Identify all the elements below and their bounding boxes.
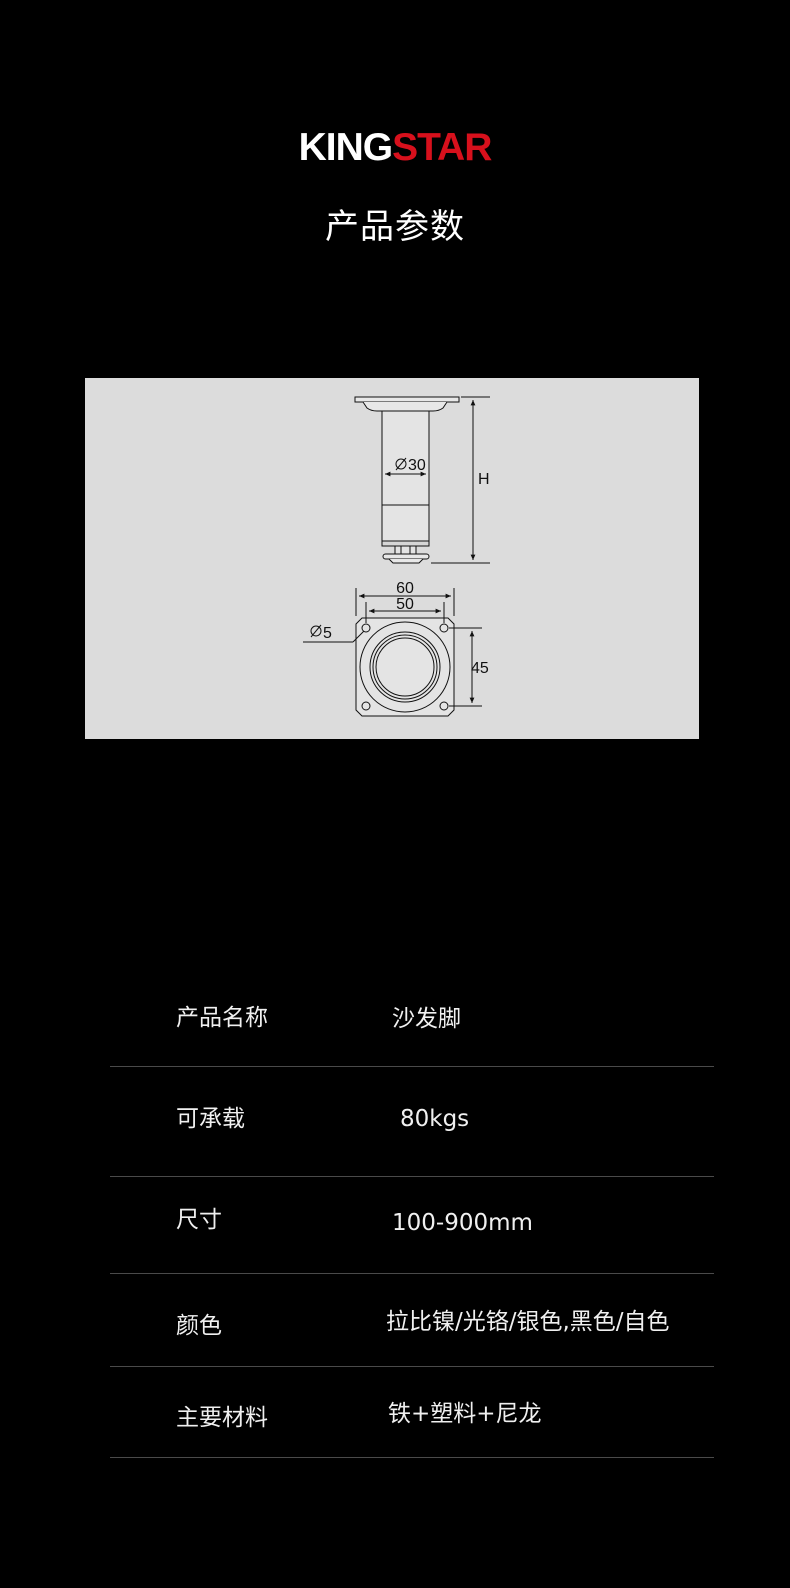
hole-diameter-label: 5 bbox=[323, 625, 332, 642]
spec-value: 铁+塑料+尼龙 bbox=[388, 1401, 542, 1427]
brand-logo: KINGSTAR bbox=[0, 122, 790, 174]
plate-depth-label: 45 bbox=[471, 660, 489, 677]
spec-value: 100-900mm bbox=[392, 1210, 533, 1236]
dimension-drawing: 30 H bbox=[303, 396, 490, 717]
tube-diameter-label: 30 bbox=[408, 457, 426, 474]
spec-row-capacity: 可承载 80kgs bbox=[110, 1067, 714, 1177]
spec-table: 产品名称 沙发脚 可承载 80kgs 尺寸 100-900mm 颜色 拉比镍/光… bbox=[110, 970, 714, 1458]
side-view bbox=[354, 396, 490, 564]
top-view bbox=[303, 588, 482, 717]
spec-label: 主要材料 bbox=[176, 1405, 268, 1431]
hole-spacing-label: 50 bbox=[396, 596, 414, 613]
spec-row-color: 颜色 拉比镍/光铬/银色,黑色/自色 bbox=[110, 1274, 714, 1367]
plate-width-label: 60 bbox=[396, 580, 414, 597]
spec-value: 80kgs bbox=[400, 1106, 470, 1132]
page-title: 产品参数 bbox=[325, 207, 465, 247]
spec-row-size: 尺寸 100-900mm bbox=[110, 1177, 714, 1274]
spec-row-name: 产品名称 沙发脚 bbox=[110, 970, 714, 1067]
spec-label: 颜色 bbox=[176, 1313, 222, 1339]
brand-logo-star: STAR bbox=[392, 126, 492, 169]
spec-label: 产品名称 bbox=[176, 1005, 268, 1031]
brand-logo-king: KING bbox=[298, 126, 393, 169]
product-dimension-diagram: 30 H bbox=[85, 378, 699, 739]
spec-label: 可承载 bbox=[176, 1106, 245, 1132]
height-label: H bbox=[478, 471, 490, 488]
spec-value: 拉比镍/光铬/银色,黑色/自色 bbox=[386, 1309, 670, 1335]
spec-value: 沙发脚 bbox=[392, 1006, 461, 1032]
spec-row-material: 主要材料 铁+塑料+尼龙 bbox=[110, 1367, 714, 1458]
spec-label: 尺寸 bbox=[176, 1207, 222, 1233]
